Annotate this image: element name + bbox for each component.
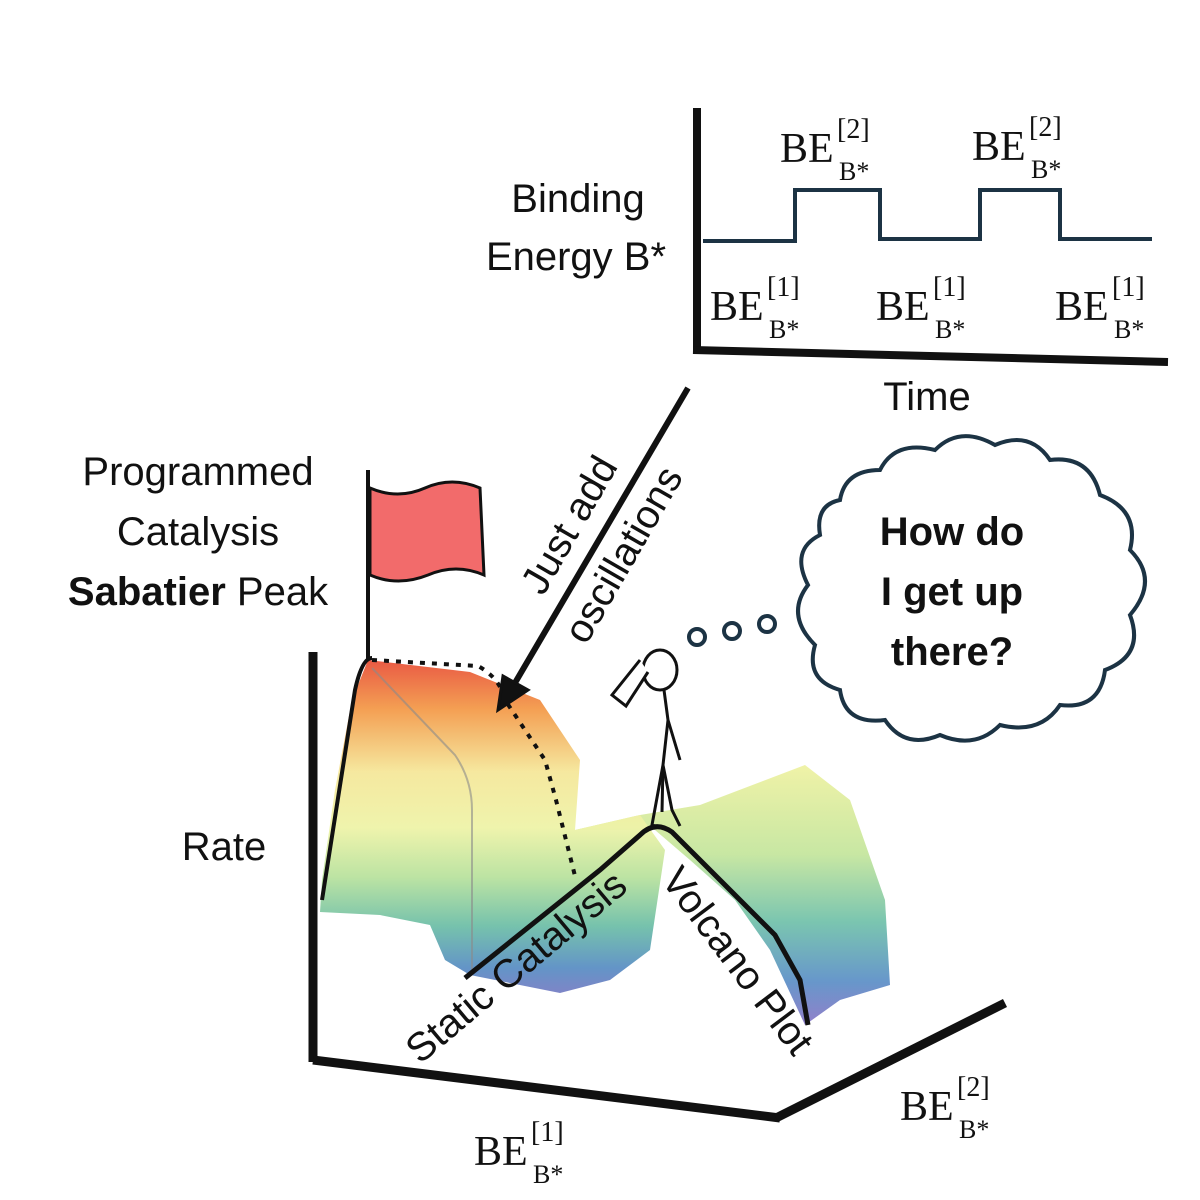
- be-sub: B*: [533, 1160, 563, 1189]
- surface-left-sheet: [320, 660, 665, 993]
- flag-caption: Programmed Catalysis Sabatier Peak: [68, 450, 329, 614]
- thought-dot-1: [687, 627, 707, 647]
- stick-figure: [609, 648, 682, 830]
- be2-axis: [773, 998, 1008, 1123]
- be-base: BE: [780, 126, 834, 172]
- be-level-1-label-a: BE [1] B*: [710, 272, 800, 344]
- flag-caption-line1: Programmed: [82, 450, 313, 494]
- be-base: BE: [1055, 284, 1109, 330]
- be-sup: [1]: [531, 1117, 564, 1148]
- be-sub: B*: [959, 1115, 989, 1144]
- thought-line3: there?: [891, 630, 1013, 674]
- be-sup: [2]: [957, 1072, 990, 1103]
- flag-cloth: [368, 480, 486, 583]
- thought-line1: How do: [880, 510, 1024, 554]
- arrow-shaft: [509, 386, 691, 690]
- figure-head: [641, 648, 679, 692]
- be-sup: [2]: [1029, 112, 1062, 143]
- flag-caption-rest: Peak: [237, 570, 329, 614]
- be-sub: B*: [1031, 155, 1061, 184]
- be-sup: [1]: [933, 272, 966, 303]
- sabatier-flag: [366, 470, 486, 660]
- be-sup: [2]: [837, 114, 870, 145]
- be-level-2-label-a: BE [2] B*: [780, 114, 870, 186]
- be-sup: [1]: [1112, 272, 1145, 303]
- be-level-2-label-b: BE [2] B*: [972, 112, 1062, 184]
- arrow-head: [496, 673, 531, 714]
- be-base: BE: [900, 1084, 954, 1130]
- time-plot-y-label-line2: Energy B*: [486, 235, 666, 279]
- thought-line2: I get up: [881, 570, 1023, 614]
- be2-axis-label: BE [2] B*: [900, 1072, 990, 1144]
- be-base: BE: [876, 284, 930, 330]
- time-plot-x-label: Time: [883, 375, 970, 419]
- oscillation-arrow: [496, 386, 691, 714]
- flag-caption-line3: Sabatier Peak: [68, 570, 329, 614]
- thought-dot-3: [757, 614, 777, 634]
- time-plot-x-axis: [692, 346, 1169, 366]
- figure-arm: [666, 719, 682, 761]
- be-base: BE: [474, 1129, 528, 1175]
- time-plot-y-label-line1: Binding: [511, 177, 644, 221]
- binding-energy-step-line: [703, 188, 1152, 243]
- rate-surface: [320, 660, 890, 1025]
- surface-inner-ridge: [371, 667, 473, 975]
- figure-shading-hand: [609, 659, 650, 709]
- thought-cloud: [796, 434, 1147, 743]
- be-level-1-label-b: BE [1] B*: [876, 272, 966, 344]
- be1-axis: [312, 1055, 781, 1123]
- figure-leg-left: [650, 764, 665, 830]
- time-plot: Binding Energy B* Time BE [2] B* BE [2] …: [486, 108, 1169, 419]
- figure-body: [660, 689, 670, 813]
- be-sub: B*: [1114, 315, 1144, 344]
- thought-dot-2: [722, 621, 742, 641]
- be-base: BE: [710, 284, 764, 330]
- flag-caption-bold: Sabatier: [68, 570, 226, 614]
- be-sup: [1]: [767, 272, 800, 303]
- thought-bubble: How do I get up there?: [687, 434, 1147, 743]
- main-axes: [308, 652, 1008, 1123]
- flag-caption-line2: Catalysis: [117, 510, 279, 554]
- programmed-catalysis-dotted-path: [371, 658, 577, 877]
- be-sub: B*: [839, 157, 869, 186]
- be-level-1-label-c: BE [1] B*: [1055, 272, 1145, 344]
- be-sub: B*: [935, 315, 965, 344]
- rate-axis-label: Rate: [182, 825, 267, 869]
- figure-leg-right: [661, 764, 682, 827]
- be-sub: B*: [769, 315, 799, 344]
- be-base: BE: [972, 124, 1026, 170]
- be1-axis-label: BE [1] B*: [474, 1117, 564, 1189]
